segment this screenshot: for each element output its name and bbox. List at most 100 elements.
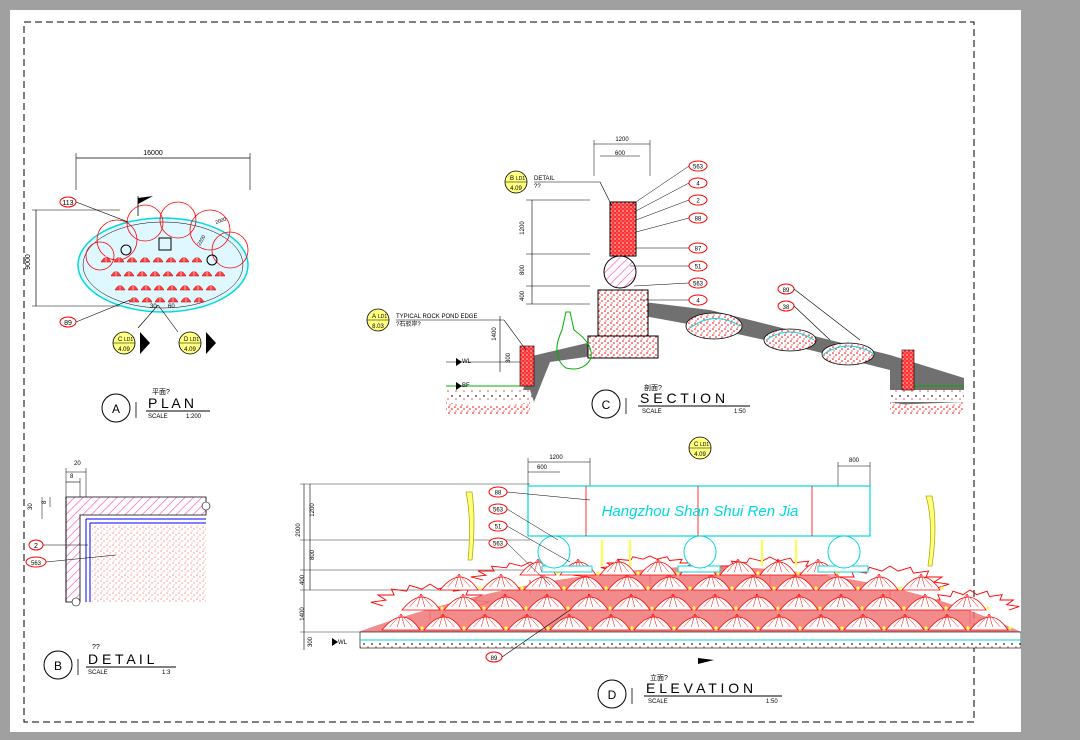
plan-tag-89: 89 [64, 320, 72, 327]
plan-marker-d-letter: D [184, 337, 189, 343]
elevation-tag-89: 89 [491, 656, 498, 662]
section-dim-v400: 400 [520, 290, 526, 301]
section-rock-label-cn: ?石驳岸? [396, 320, 421, 328]
elevation-chinese: 立面? [650, 673, 668, 682]
elevation-circle-letter: D [608, 688, 617, 702]
section-detail-label-cn: ?? [534, 184, 541, 190]
drawing-sheet: 16000 9000 113 89 30 60 [10, 10, 1021, 732]
section-rock-marker-letter: A [372, 314, 376, 320]
elevation-dim-v1400: 1400 [300, 607, 306, 621]
plan-dim-small-b: 2000 [215, 216, 228, 226]
detail-dim-8b: 8 [42, 500, 48, 504]
elevation-dim-600: 600 [537, 465, 548, 471]
elevation-scale-value: 1:50 [766, 699, 778, 705]
detail-view: 20 8 30 8 2 563 B ?? D E T A I L SCALE 1… [25, 461, 211, 680]
elevation-tag-51: 51 [495, 525, 502, 531]
plan-marker-d[interactable]: D LD1 4.09 [178, 331, 216, 355]
detail-chinese: ?? [92, 644, 100, 651]
section-tag-87: 87 [695, 247, 702, 253]
section-dim-1200: 1200 [615, 137, 629, 143]
pond-outline [77, 217, 249, 313]
elevation-marker-c-letter: C [694, 442, 699, 448]
elevation-sign-text: Hangzhou Shan Shui Ren Jia [602, 503, 799, 520]
elevation-marker-c-sheet: LD1 [700, 442, 709, 448]
section-dim-600: 600 [615, 151, 626, 157]
section-tag-38: 38 [783, 305, 790, 311]
section-rock-marker-sheet: LD1 [378, 314, 387, 320]
elevation-dim-800: 800 [849, 458, 860, 464]
plan-view: 16000 9000 113 89 30 60 [25, 150, 251, 423]
section-tag-88: 88 [695, 217, 702, 223]
elevation-dim-v400: 400 [300, 574, 306, 585]
section-tag-4: 4 [696, 299, 700, 305]
section-wl: WL [462, 359, 472, 365]
elevation-dim-1200: 1200 [549, 455, 563, 461]
plan-dim-small-c: 30 [150, 304, 157, 310]
plan-chinese: 平面? [152, 388, 170, 396]
section-scale-label: SCALE [642, 409, 662, 415]
plan-dim-small-d: 60 [168, 304, 175, 310]
section-detail-marker-page: 4.09 [510, 186, 522, 192]
sheet-border [23, 21, 975, 723]
section-tag-563: 563 [693, 165, 704, 171]
plan-rock-cluster [100, 256, 226, 303]
elevation-rock-rows [381, 558, 1012, 631]
detail-dim-20: 20 [74, 461, 81, 467]
plan-dim-width: 16000 [143, 150, 163, 157]
cad-drawing: 16000 9000 113 89 30 60 [23, 21, 1021, 723]
plan-marker-d-sheet: LD1 [190, 337, 199, 343]
plan-title: P L A N [148, 395, 194, 411]
section-rock-label: TYPICAL ROCK POND EDGE [396, 314, 477, 320]
detail-scale-value: 1:3 [162, 670, 171, 676]
section-view: 1200 600 1200 800 400 1400 300 WL BF [366, 137, 964, 419]
plan-marker-c[interactable]: C LD1 4.09 [112, 331, 150, 355]
section-rock-marker[interactable]: A LD1 8.03 [366, 308, 390, 332]
elevation-tag-88: 88 [495, 491, 502, 497]
section-tag-89: 89 [783, 288, 790, 294]
section-dim-v1200: 1200 [520, 221, 526, 235]
section-tag-51: 51 [695, 265, 702, 271]
section-tag-2: 2 [696, 199, 700, 205]
section-rock-marker-page: 8.03 [372, 324, 384, 330]
elevation-wl: WL [338, 640, 348, 646]
elevation-dim-v1200: 1200 [310, 503, 316, 517]
plan-marker-c-sheet: LD1 [124, 337, 133, 343]
detail-scale-label: SCALE [88, 670, 108, 676]
section-dim-v800: 800 [520, 264, 526, 275]
section-title: S E C T I O N [640, 390, 725, 406]
elevation-sign-wall [527, 485, 871, 537]
elevation-title: E L E V A T I O N [646, 680, 753, 696]
detail-tag-563: 563 [31, 561, 42, 567]
section-dim-v300: 300 [506, 352, 512, 363]
elevation-view: 1200 600 800 2000 1200 800 400 1400 300 … [296, 436, 1021, 709]
elevation-scale-label: SCALE [648, 699, 668, 705]
plan-tag-113: 113 [62, 200, 73, 207]
elevation-tag-563: 563 [493, 508, 504, 514]
section-tag-4: 4 [696, 182, 700, 188]
plan-marker-c-letter: C [118, 337, 123, 343]
elevation-dim-v300: 300 [308, 636, 314, 647]
plan-marker-d-page: 4.09 [184, 347, 196, 353]
section-dim-v1400: 1400 [492, 327, 498, 341]
plan-scale-label: SCALE [148, 414, 168, 420]
detail-circle-letter: B [54, 659, 62, 673]
elevation-dim-v2000: 2000 [296, 523, 302, 537]
elevation-dim-v800: 800 [310, 549, 316, 560]
section-chinese: 剖面? [644, 383, 662, 392]
section-scale-value: 1:50 [734, 409, 746, 415]
elevation-tag-563: 563 [493, 542, 504, 548]
section-detail-marker-letter: B [510, 176, 514, 182]
section-circle-letter: C [602, 398, 611, 412]
elevation-marker-c[interactable]: C LD1 4.09 [688, 436, 712, 460]
detail-dim-8: 8 [70, 474, 74, 480]
section-detail-marker[interactable]: B LD1 4.09 [504, 170, 528, 194]
detail-tag-2: 2 [34, 543, 38, 550]
plan-marker-c-page: 4.09 [118, 347, 130, 353]
plan-dim-small-a: 2200 [197, 234, 208, 247]
plan-scale-value: 1:200 [186, 414, 202, 420]
detail-dim-30: 30 [28, 503, 34, 510]
elevation-tag-list: 88 563 51 563 [488, 486, 591, 586]
elevation-marker-c-page: 4.09 [694, 452, 706, 458]
section-detail-marker-sheet: LD1 [516, 176, 525, 182]
